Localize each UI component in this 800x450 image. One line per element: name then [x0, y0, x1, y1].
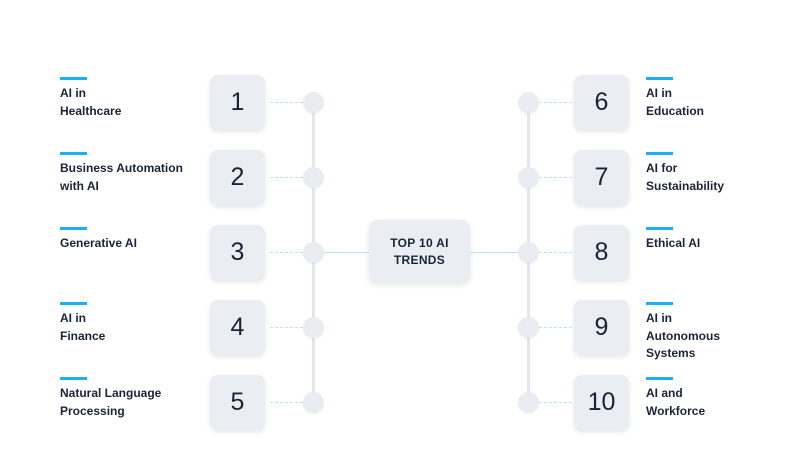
connector-line [539, 102, 572, 103]
trend-number-box: 5 [210, 375, 265, 430]
node-circle [518, 242, 539, 263]
trend-label: AI in Education [646, 86, 705, 118]
connector-line [270, 402, 303, 403]
trend-number-box: 8 [574, 225, 629, 280]
node-circle [303, 317, 324, 338]
connector-line [539, 402, 572, 403]
trend-number-box: 4 [210, 300, 265, 355]
trend-number-box: 9 [574, 300, 629, 355]
connector-line [270, 102, 303, 103]
accent-bar [60, 377, 87, 380]
accent-bar [60, 77, 87, 80]
center-connector-left [323, 252, 369, 253]
trend-number-box: 3 [210, 225, 265, 280]
node-circle [518, 392, 539, 413]
trend-label: AI in Finance [60, 311, 106, 343]
node-circle [518, 92, 539, 113]
trend-label: AI for Sustainability [646, 161, 725, 193]
accent-bar [60, 302, 87, 305]
accent-bar [646, 302, 673, 305]
trend-number-box: 2 [210, 150, 265, 205]
center-connector-right [470, 252, 518, 253]
connector-line [270, 177, 303, 178]
connector-line [539, 252, 572, 253]
trend-number-box: 1 [210, 75, 265, 130]
connector-line [270, 327, 303, 328]
center-title-box: TOP 10 AI TRENDS [369, 220, 470, 283]
node-circle [303, 167, 324, 188]
trend-label: AI in Healthcare [60, 86, 122, 118]
node-circle [303, 92, 324, 113]
accent-bar [646, 227, 673, 230]
trend-label: Natural Language Processing [60, 386, 162, 418]
trend-number-box: 6 [574, 75, 629, 130]
accent-bar [60, 227, 87, 230]
connector-line [270, 252, 303, 253]
trend-label: Ethical AI [646, 236, 701, 250]
trend-number-box: 7 [574, 150, 629, 205]
node-circle [303, 392, 324, 413]
trend-label: Generative AI [60, 236, 137, 250]
trend-label: AI in Autonomous Systems [646, 311, 720, 360]
node-circle [518, 167, 539, 188]
trend-label: Business Automation with AI [60, 161, 183, 193]
accent-bar [646, 377, 673, 380]
accent-bar [646, 152, 673, 155]
connector-line [539, 327, 572, 328]
connector-line [539, 177, 572, 178]
accent-bar [646, 77, 673, 80]
trend-number-box: 10 [574, 375, 629, 430]
trend-label: AI and Workforce [646, 386, 706, 418]
node-circle [303, 242, 324, 263]
accent-bar [60, 152, 87, 155]
node-circle [518, 317, 539, 338]
